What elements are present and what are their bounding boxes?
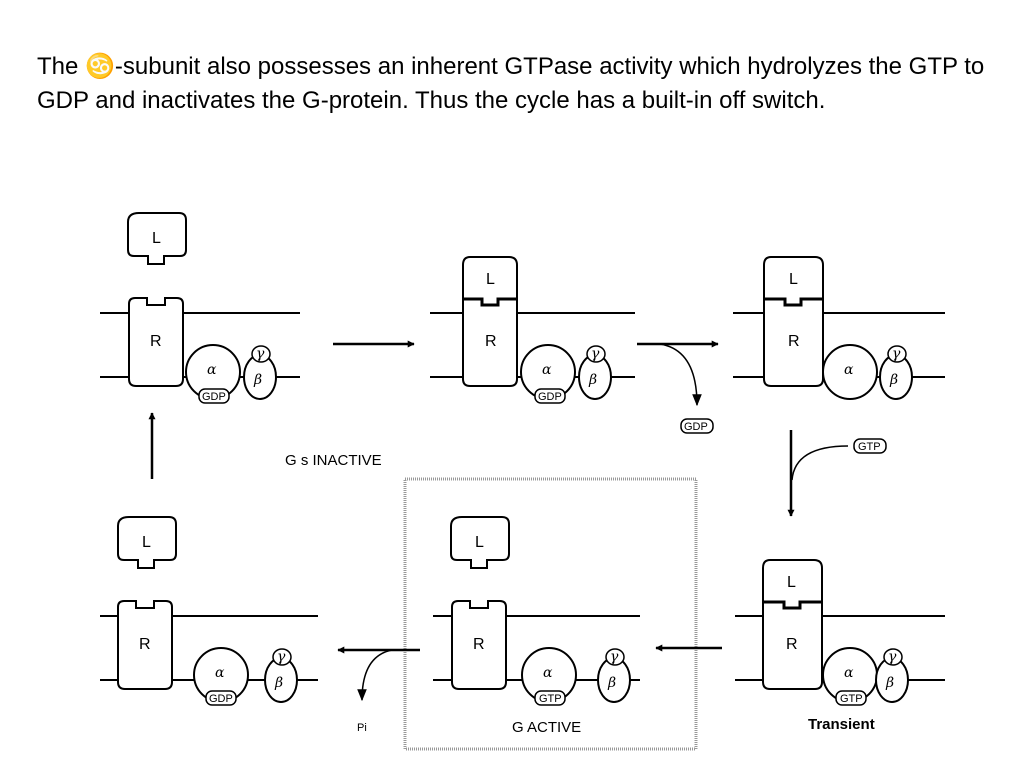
- arrow-pi-out: [357, 649, 393, 702]
- gdp-released: GDP: [680, 418, 714, 434]
- alpha-label: α: [542, 362, 552, 378]
- state-transient: L R α GTP γ β: [735, 559, 945, 706]
- ligand-label: L: [475, 534, 484, 551]
- alpha-subunit: α GDP: [193, 647, 249, 706]
- gdp-badge: GDP: [209, 693, 233, 705]
- state-hydrolyzed: L R α GDP γ β: [100, 516, 318, 706]
- beta-gamma-subunit: γ β: [875, 648, 909, 703]
- gamma-label: γ: [591, 346, 600, 362]
- beta-gamma-subunit: γ β: [879, 345, 913, 400]
- gtp-badge: GTP: [858, 441, 881, 453]
- beta-label: β: [607, 675, 616, 691]
- ligand-label: L: [787, 574, 796, 591]
- caption-after-symbol: -subunit also possesses an inherent GTPa…: [37, 53, 985, 114]
- gdp-badge: GDP: [684, 421, 708, 433]
- state-active: L R α GTP γ β: [433, 516, 640, 706]
- ligand-free: L: [127, 212, 187, 265]
- beta-label: β: [889, 372, 898, 388]
- caption-before-symbol: The: [37, 53, 86, 80]
- receptor: L R: [763, 256, 824, 387]
- alpha-label: α: [844, 665, 854, 681]
- ligand-free: L: [450, 516, 510, 569]
- receptor-label: R: [788, 333, 800, 350]
- ligand-free: L: [117, 516, 177, 569]
- receptor: R: [451, 600, 507, 690]
- receptor: L R: [462, 256, 518, 387]
- receptor: R: [117, 600, 173, 690]
- receptor-label: R: [473, 636, 485, 653]
- receptor: R: [128, 297, 184, 387]
- pi-label: Pi: [357, 722, 367, 734]
- active-state-box: [403, 477, 698, 751]
- transient-label: Transient: [808, 716, 875, 733]
- gtp-badge: GTP: [840, 693, 863, 705]
- gamma-label: γ: [610, 649, 619, 665]
- gdp-badge: GDP: [202, 391, 226, 403]
- gtp-badge: GTP: [539, 693, 562, 705]
- state-resting: L R α GDP γ β: [100, 212, 300, 404]
- alpha-subunit: α GTP: [822, 647, 878, 706]
- beta-gamma-subunit: γ β: [597, 648, 631, 703]
- gamma-label: γ: [892, 346, 901, 362]
- g-active-label: G ACTIVE: [512, 719, 581, 736]
- ligand-label: L: [142, 534, 151, 551]
- gamma-label: γ: [277, 649, 286, 665]
- beta-label: β: [253, 372, 262, 388]
- receptor-label: R: [139, 636, 151, 653]
- ligand-label: L: [152, 230, 161, 247]
- alpha-label: α: [844, 362, 854, 378]
- ligand-label: L: [486, 271, 495, 288]
- receptor-label: R: [485, 333, 497, 350]
- alpha-subunit: α GDP: [185, 344, 241, 404]
- beta-gamma-subunit: γ β: [243, 345, 277, 400]
- arrow-gtp-in: [791, 445, 849, 481]
- beta-label: β: [274, 675, 283, 691]
- gs-inactive-label: G s INACTIVE: [285, 452, 382, 469]
- receptor-label: R: [786, 636, 798, 653]
- alpha-label: α: [543, 665, 553, 681]
- gdp-badge: GDP: [538, 391, 562, 403]
- gamma-label: γ: [256, 346, 265, 362]
- alpha-label: α: [207, 362, 217, 378]
- beta-gamma-subunit: γ β: [578, 345, 612, 400]
- caption-text: The ♋-subunit also possesses an inherent…: [37, 50, 997, 118]
- state-ligand-bound: L R α GDP γ β: [430, 256, 635, 404]
- alpha-symbol-glyph: ♋: [85, 53, 115, 80]
- gamma-label: γ: [888, 649, 897, 665]
- receptor-label: R: [150, 333, 162, 350]
- beta-gamma-subunit: γ β: [264, 648, 298, 703]
- arrow-gdp-out: [659, 343, 702, 407]
- alpha-subunit: α GTP: [521, 647, 577, 706]
- alpha-subunit: α: [822, 344, 878, 400]
- state-gdp-released: L R α γ β: [733, 256, 945, 400]
- beta-label: β: [588, 372, 597, 388]
- beta-label: β: [885, 675, 894, 691]
- alpha-label: α: [215, 665, 225, 681]
- receptor: L R: [762, 559, 823, 690]
- ligand-label: L: [789, 271, 798, 288]
- gtp-incoming: GTP: [853, 438, 887, 454]
- alpha-subunit: α GDP: [520, 344, 576, 404]
